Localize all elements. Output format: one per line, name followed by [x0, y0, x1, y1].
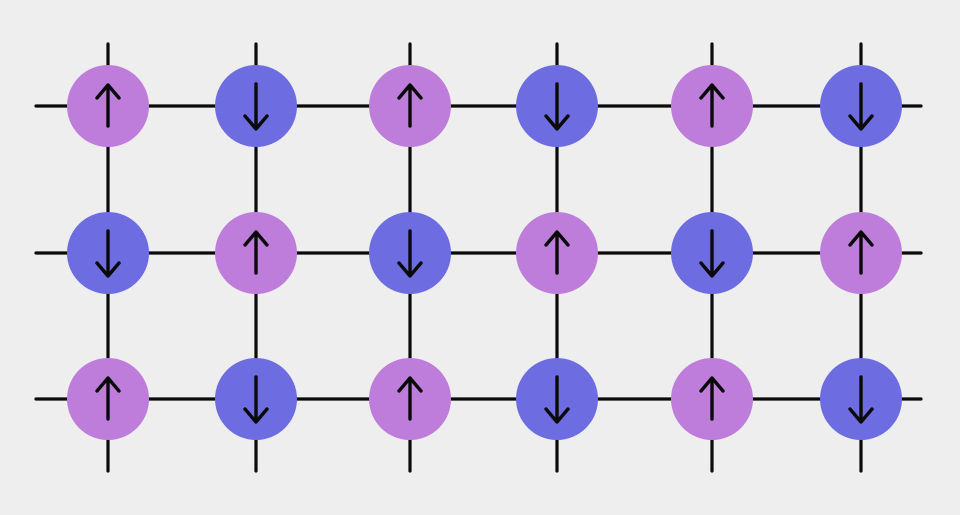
arrow-up-icon [699, 83, 725, 128]
spin-site-r2-c2-up [215, 212, 297, 294]
spin-site-r2-c5-down [671, 212, 753, 294]
spin-site-r3-c5-up [671, 358, 753, 440]
arrow-up-icon [544, 230, 570, 275]
spin-site-r1-c4-down [516, 65, 598, 147]
arrow-up-icon [699, 376, 725, 421]
spin-site-r1-c3-up [369, 65, 451, 147]
arrow-down-icon [848, 82, 874, 131]
arrow-down-icon [243, 375, 269, 424]
spin-site-r2-c1-down [67, 212, 149, 294]
spin-site-r1-c6-down [820, 65, 902, 147]
arrow-down-icon [848, 375, 874, 424]
arrow-down-icon [95, 229, 121, 278]
arrow-up-icon [397, 83, 423, 128]
arrow-down-icon [544, 82, 570, 131]
spin-site-r2-c6-up [820, 212, 902, 294]
lattice-sites [67, 65, 902, 440]
arrow-up-icon [243, 230, 269, 275]
spin-site-r3-c4-down [516, 358, 598, 440]
spin-site-r3-c1-up [67, 358, 149, 440]
arrow-down-icon [544, 375, 570, 424]
lattice-bonds [34, 42, 923, 473]
arrow-up-icon [95, 83, 121, 128]
arrow-down-icon [699, 229, 725, 278]
spin-site-r3-c6-down [820, 358, 902, 440]
spin-site-r3-c3-up [369, 358, 451, 440]
spin-site-r2-c3-down [369, 212, 451, 294]
spin-site-r2-c4-up [516, 212, 598, 294]
spin-site-r1-c1-up [67, 65, 149, 147]
spin-site-r1-c5-up [671, 65, 753, 147]
arrow-down-icon [243, 82, 269, 131]
spin-site-r3-c2-down [215, 358, 297, 440]
spin-site-r1-c2-down [215, 65, 297, 147]
arrow-up-icon [397, 376, 423, 421]
arrow-down-icon [397, 229, 423, 278]
arrow-up-icon [848, 230, 874, 275]
arrow-up-icon [95, 376, 121, 421]
